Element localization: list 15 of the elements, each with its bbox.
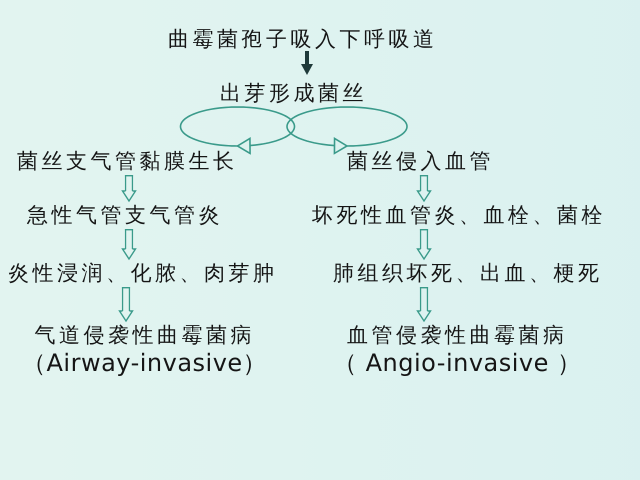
step-text: 菌丝支气管黏膜生长 xyxy=(17,143,238,175)
step-text: 出芽形成菌丝 xyxy=(220,71,367,107)
step-text: 肺组织坏死、出血、梗死 xyxy=(333,259,602,287)
thick-arrow xyxy=(301,51,313,75)
step-text: 血管侵袭性曲霉菌病 xyxy=(347,323,568,347)
loop-arrow xyxy=(286,106,408,154)
loop-arrow xyxy=(180,106,296,154)
translation-text: （Airway-invasive） xyxy=(22,348,268,379)
step-text: 急性气管支气管炎 xyxy=(27,201,223,229)
step-text: 气道侵袭性曲霉菌病 xyxy=(34,323,255,347)
step-text: 曲霉菌孢子吸入下呼吸道 xyxy=(168,25,438,51)
step-text: 菌丝侵入血管 xyxy=(347,143,494,175)
translation-text: （ Angio-invasive ） xyxy=(333,348,582,379)
step-text: 炎性浸润、化脓、肉芽肿 xyxy=(8,259,278,287)
step-text: 坏死性血管炎、血栓、菌栓 xyxy=(312,201,606,229)
